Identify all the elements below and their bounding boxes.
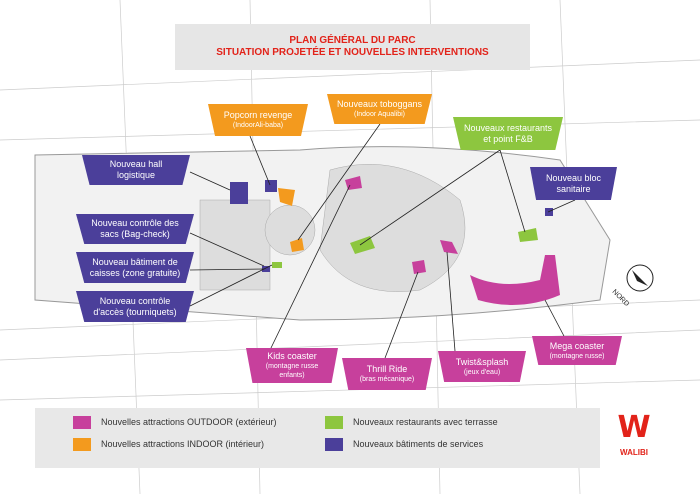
swatch-outdoor bbox=[73, 416, 91, 429]
swatch-restaurants bbox=[325, 416, 343, 429]
label-thrill-ride: Thrill Ride(bras mécanique) bbox=[342, 358, 432, 390]
legend: Nouvelles attractions OUTDOOR (extérieur… bbox=[35, 408, 600, 468]
label-toboggans: Nouveaux toboggans(Indoor Aqualibi) bbox=[327, 94, 432, 124]
map-title: PLAN GÉNÉRAL DU PARC SITUATION PROJETÉE … bbox=[175, 24, 530, 70]
walibi-logo: W WALIBI bbox=[612, 410, 656, 458]
legend-item: Nouvelles attractions INDOOR (intérieur) bbox=[73, 438, 264, 451]
walibi-logo-text: WALIBI bbox=[620, 448, 648, 457]
legend-item: Nouveaux bâtiments de services bbox=[325, 438, 483, 451]
swatch-indoor bbox=[73, 438, 91, 451]
label-kids-coaster: Kids coaster(montagne russe enfants) bbox=[246, 348, 338, 383]
label-mega-coaster: Mega coaster(montagne russe) bbox=[532, 336, 622, 365]
label-popcorn: Popcorn revenge(IndoorAli-baba) bbox=[208, 104, 308, 136]
north-arrow-icon bbox=[626, 264, 654, 292]
label-twist-splash: Twist&splash(jeux d'eau) bbox=[438, 351, 526, 382]
legend-item: Nouveaux restaurants avec terrasse bbox=[325, 416, 498, 429]
swatch-services bbox=[325, 438, 343, 451]
north-label: NORD bbox=[611, 288, 631, 308]
markers bbox=[230, 176, 560, 305]
legend-item: Nouvelles attractions OUTDOOR (extérieur… bbox=[73, 416, 277, 429]
walibi-logo-mark: W bbox=[617, 410, 651, 445]
